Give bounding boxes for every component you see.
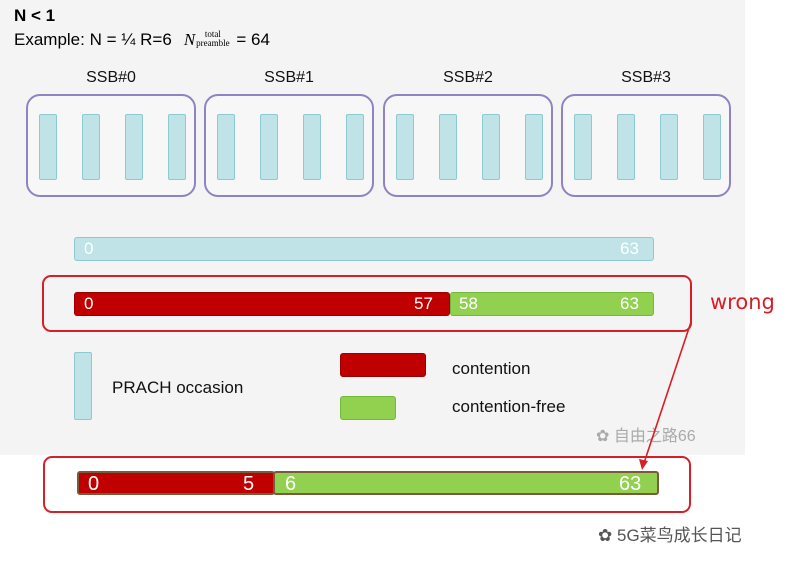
ssb-box-2: [383, 94, 553, 197]
preamble-symbol: N: [183, 30, 196, 49]
corrected-contention-segment: [77, 471, 275, 495]
contention-free-end: 63: [620, 294, 639, 313]
diagram-title: N < 1: [14, 6, 56, 25]
prach-occasion: [703, 114, 721, 180]
watermark-inner-text: 自由之路66: [613, 428, 696, 445]
corrected-contention-end: 5: [243, 473, 255, 495]
legend-contention-free-label: contention-free: [452, 397, 566, 416]
contention-free-segment: [450, 292, 654, 316]
legend-contention-free-swatch: [340, 396, 396, 420]
prach-occasion: [396, 114, 414, 180]
corrected-contention-free-end: 63: [619, 473, 642, 495]
watermark-inner: ✿ 自由之路66: [596, 422, 696, 446]
prach-occasion: [482, 114, 500, 180]
prach-occasion: [168, 114, 186, 180]
prach-occasion: [617, 114, 635, 180]
watermark-outer: ✿ 5G菜鸟成长日记: [598, 521, 742, 546]
ssb-box-1: [204, 94, 374, 197]
preamble-start: 0: [84, 239, 94, 258]
watermark-outer-text: 5G菜鸟成长日记: [616, 526, 742, 545]
ssb-label-3: SSB#3: [621, 69, 671, 86]
corrected-split-outline: [43, 456, 691, 513]
wechat-icon: ✿: [596, 428, 610, 445]
correction-arrow-head: [639, 459, 648, 470]
ssb-label-2: SSB#2: [443, 69, 493, 86]
wechat-icon: ✿: [598, 526, 613, 545]
example-prefix: Example: N = ¼ R=6: [14, 30, 172, 49]
example-suffix: = 64: [236, 30, 270, 49]
prach-occasion: [82, 114, 100, 180]
prach-occasion: [39, 114, 57, 180]
legend-contention-label: contention: [452, 359, 531, 378]
ssb-label-1: SSB#1: [264, 69, 314, 86]
contention-free-start: 58: [459, 294, 478, 313]
wrong-split-outline: [42, 275, 692, 332]
prach-occasion: [439, 114, 457, 180]
prach-occasion: [260, 114, 278, 180]
legend-contention-swatch: [340, 353, 426, 377]
preamble-end: 63: [620, 239, 639, 258]
prach-occasion: [217, 114, 235, 180]
contention-start: 0: [84, 294, 94, 313]
prach-occasion: [660, 114, 678, 180]
prach-occasion: [125, 114, 143, 180]
prach-occasion: [303, 114, 321, 180]
prach-occasion: [574, 114, 592, 180]
symbol-superscript: total: [204, 28, 221, 39]
wrong-label: wrong: [710, 290, 775, 314]
corrected-contention-free-segment: [273, 471, 659, 495]
symbol-subscript: preamble: [196, 37, 230, 48]
preamble-range-bar: [74, 237, 654, 261]
ssb-box-0: [26, 94, 196, 197]
contention-segment: [74, 292, 450, 316]
diagram-panel: [0, 0, 745, 455]
ssb-label-0: SSB#0: [86, 69, 136, 86]
ssb-box-3: [561, 94, 731, 197]
legend-prach-swatch: [74, 352, 92, 420]
corrected-contention-free-start: 6: [285, 473, 297, 495]
contention-end: 57: [414, 294, 433, 313]
prach-occasion: [525, 114, 543, 180]
corrected-contention-start: 0: [88, 473, 100, 495]
correction-arrow-line: [643, 321, 692, 464]
legend-prach-label: PRACH occasion: [112, 378, 244, 397]
prach-occasion: [346, 114, 364, 180]
